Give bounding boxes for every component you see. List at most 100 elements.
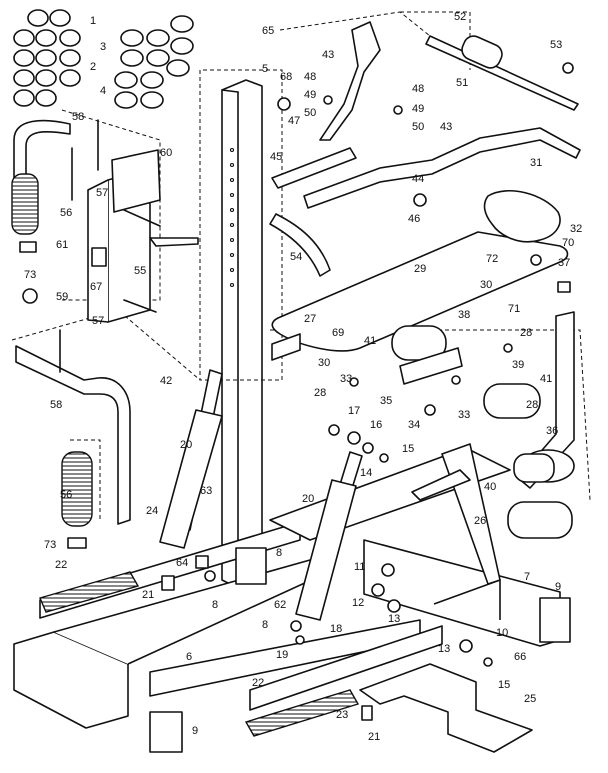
callout-label: 14 (360, 467, 372, 479)
callout-label: 41 (540, 373, 552, 385)
callout-label: 40 (484, 481, 496, 493)
assembly-guides (11, 11, 591, 520)
callout-label: 26 (474, 515, 486, 527)
callout-label: 41 (364, 335, 376, 347)
callout-label: 21 (368, 731, 380, 743)
foot-plates (39, 571, 443, 737)
callout-label: 45 (270, 151, 282, 163)
callout-label: 50 (304, 107, 316, 119)
callout-label: 61 (56, 239, 68, 251)
callout-label: 66 (514, 651, 526, 663)
callout-label: 4 (100, 85, 106, 97)
callout-label: 13 (438, 643, 450, 655)
callout-label: 43 (322, 49, 334, 61)
callout-label: 72 (486, 253, 498, 265)
callout-label: 35 (380, 395, 392, 407)
callout-label: 49 (304, 89, 316, 101)
callout-label: 11 (354, 561, 365, 573)
callout-label: 71 (508, 303, 520, 315)
callout-label: 47 (288, 115, 300, 127)
callout-label: 8 (212, 599, 218, 611)
part-number-callouts: 1234567888991011121313141515161718192020… (24, 11, 582, 743)
gas-cylinders (159, 369, 363, 621)
callout-label: 5 (262, 63, 268, 75)
callout-label: 31 (530, 157, 542, 169)
callout-label: 21 (142, 589, 154, 601)
callout-label: 73 (24, 269, 36, 281)
callout-label: 57 (96, 187, 108, 199)
callout-label: 39 (512, 359, 524, 371)
leg-lift (391, 311, 575, 539)
callout-label: 48 (304, 71, 316, 83)
callout-label: 33 (340, 373, 352, 385)
callout-label: 17 (348, 405, 360, 417)
callout-label: 50 (412, 121, 424, 133)
callout-label: 44 (412, 173, 424, 185)
callout-label: 19 (276, 649, 288, 661)
callout-label: 55 (134, 265, 146, 277)
callout-label: 27 (304, 313, 316, 325)
callout-label: 60 (160, 147, 172, 159)
callout-label: 33 (458, 409, 470, 421)
callout-label: 57 (92, 315, 104, 327)
callout-label: 24 (146, 505, 158, 517)
callout-label: 28 (526, 399, 538, 411)
callout-label: 59 (56, 291, 68, 303)
callout-label: 20 (302, 493, 314, 505)
callout-label: 49 (412, 103, 424, 115)
callout-label: 6 (186, 651, 192, 663)
callout-label: 22 (55, 559, 67, 571)
leg-developer (15, 329, 131, 549)
callout-label: 63 (200, 485, 212, 497)
callout-label: 2 (90, 61, 96, 73)
callout-label: 12 (352, 597, 364, 609)
callout-label: 58 (50, 399, 62, 411)
callout-label: 46 (408, 213, 420, 225)
callout-label: 32 (570, 223, 582, 235)
callout-label: 68 (280, 71, 292, 83)
callout-label: 54 (290, 251, 302, 263)
callout-label: 29 (414, 263, 426, 275)
callout-label: 52 (454, 11, 466, 23)
callout-label: 42 (160, 375, 172, 387)
weight-plates-right (114, 15, 194, 109)
callout-label: 15 (402, 443, 414, 455)
callout-label: 8 (276, 547, 282, 559)
callout-label: 30 (480, 279, 492, 291)
callout-label: 22 (252, 677, 264, 689)
callout-label: 43 (440, 121, 452, 133)
callout-label: 64 (176, 557, 188, 569)
callout-label: 51 (456, 77, 468, 89)
callout-label: 56 (60, 489, 72, 501)
press-handle (11, 119, 71, 304)
callout-label: 65 (262, 25, 274, 37)
callout-label: 28 (314, 387, 326, 399)
callout-label: 30 (318, 357, 330, 369)
callout-label: 69 (332, 327, 344, 339)
callout-label: 3 (100, 41, 106, 53)
callout-label: 28 (520, 327, 532, 339)
callout-label: 37 (558, 257, 570, 269)
callout-label: 58 (72, 111, 84, 123)
callout-label: 34 (408, 419, 420, 431)
callout-label: 73 (44, 539, 56, 551)
callout-label: 7 (524, 571, 530, 583)
callout-label: 23 (336, 709, 348, 721)
callout-label: 20 (180, 439, 192, 451)
callout-label: 62 (274, 599, 286, 611)
callout-label: 15 (498, 679, 510, 691)
fasteners (149, 62, 574, 721)
callout-label: 9 (555, 581, 561, 593)
callout-label: 38 (458, 309, 470, 321)
callout-label: 10 (496, 627, 508, 639)
callout-label: 18 (330, 623, 342, 635)
central-upright (221, 79, 263, 589)
callout-label: 48 (412, 83, 424, 95)
callout-label: 70 (562, 237, 574, 249)
callout-label: 1 (90, 15, 96, 27)
callout-label: 16 (370, 419, 382, 431)
callout-label: 56 (60, 207, 72, 219)
callout-label: 8 (262, 619, 268, 631)
